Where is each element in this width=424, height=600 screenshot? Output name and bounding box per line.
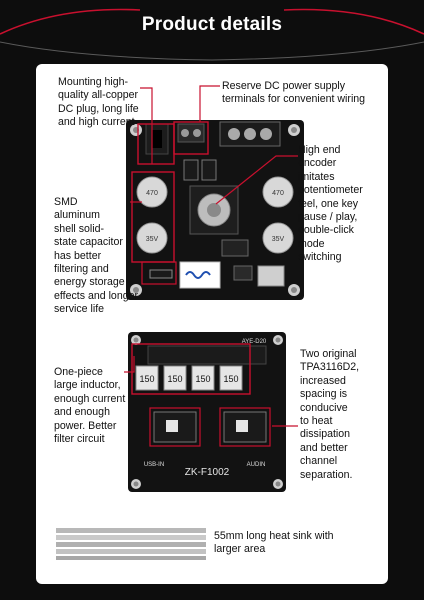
chips-annotation: Two original TPA3116D2, increased spacin… bbox=[300, 348, 360, 481]
amplifier-board-bottom-image: AYE-D20 150 150 150 150 USB-IN AUDIN ZK-… bbox=[128, 332, 286, 492]
board-model-label: ZK-F1002 bbox=[185, 467, 230, 478]
terminals-annotation: Reserve DC power supply terminals for co… bbox=[222, 80, 366, 106]
capacitor-label: 470 bbox=[146, 190, 158, 197]
silkscreen-label: AUDIN bbox=[247, 462, 266, 468]
product-card: 470 35V 470 35V Mounting high- quality a… bbox=[36, 64, 388, 584]
inductor-label: 150 bbox=[223, 374, 238, 384]
capacitor-label: 35V bbox=[146, 236, 159, 243]
silkscreen-label: AYE-D20 bbox=[242, 339, 267, 345]
page-title: Product details bbox=[141, 14, 283, 35]
amplifier-board-top-image: 470 35V 470 35V bbox=[126, 120, 304, 300]
capacitor-label: 470 bbox=[272, 190, 284, 197]
inductor-label: 150 bbox=[195, 374, 210, 384]
dc-plug-annotation: Mounting high- quality all-copper DC plu… bbox=[58, 76, 139, 129]
callout-lines bbox=[124, 85, 298, 427]
inductor-annotation: One-piece large inductor, enough current… bbox=[54, 366, 126, 446]
header-decoration bbox=[0, 8, 424, 61]
heat-sink-image bbox=[56, 528, 206, 560]
silkscreen-label: USB-IN bbox=[144, 462, 164, 468]
encoder-annotation: High end encoder imitates potentiometer … bbox=[298, 144, 363, 264]
inductor-label: 150 bbox=[139, 374, 154, 384]
heat-sink-caption: 55mm long heat sink with larger area bbox=[214, 530, 334, 556]
capacitor-label: 35V bbox=[272, 236, 285, 243]
header: Product details bbox=[0, 0, 424, 62]
inductor-label: 150 bbox=[167, 374, 182, 384]
capacitor-annotation: SMD aluminum shell solid- state capacito… bbox=[54, 196, 139, 316]
